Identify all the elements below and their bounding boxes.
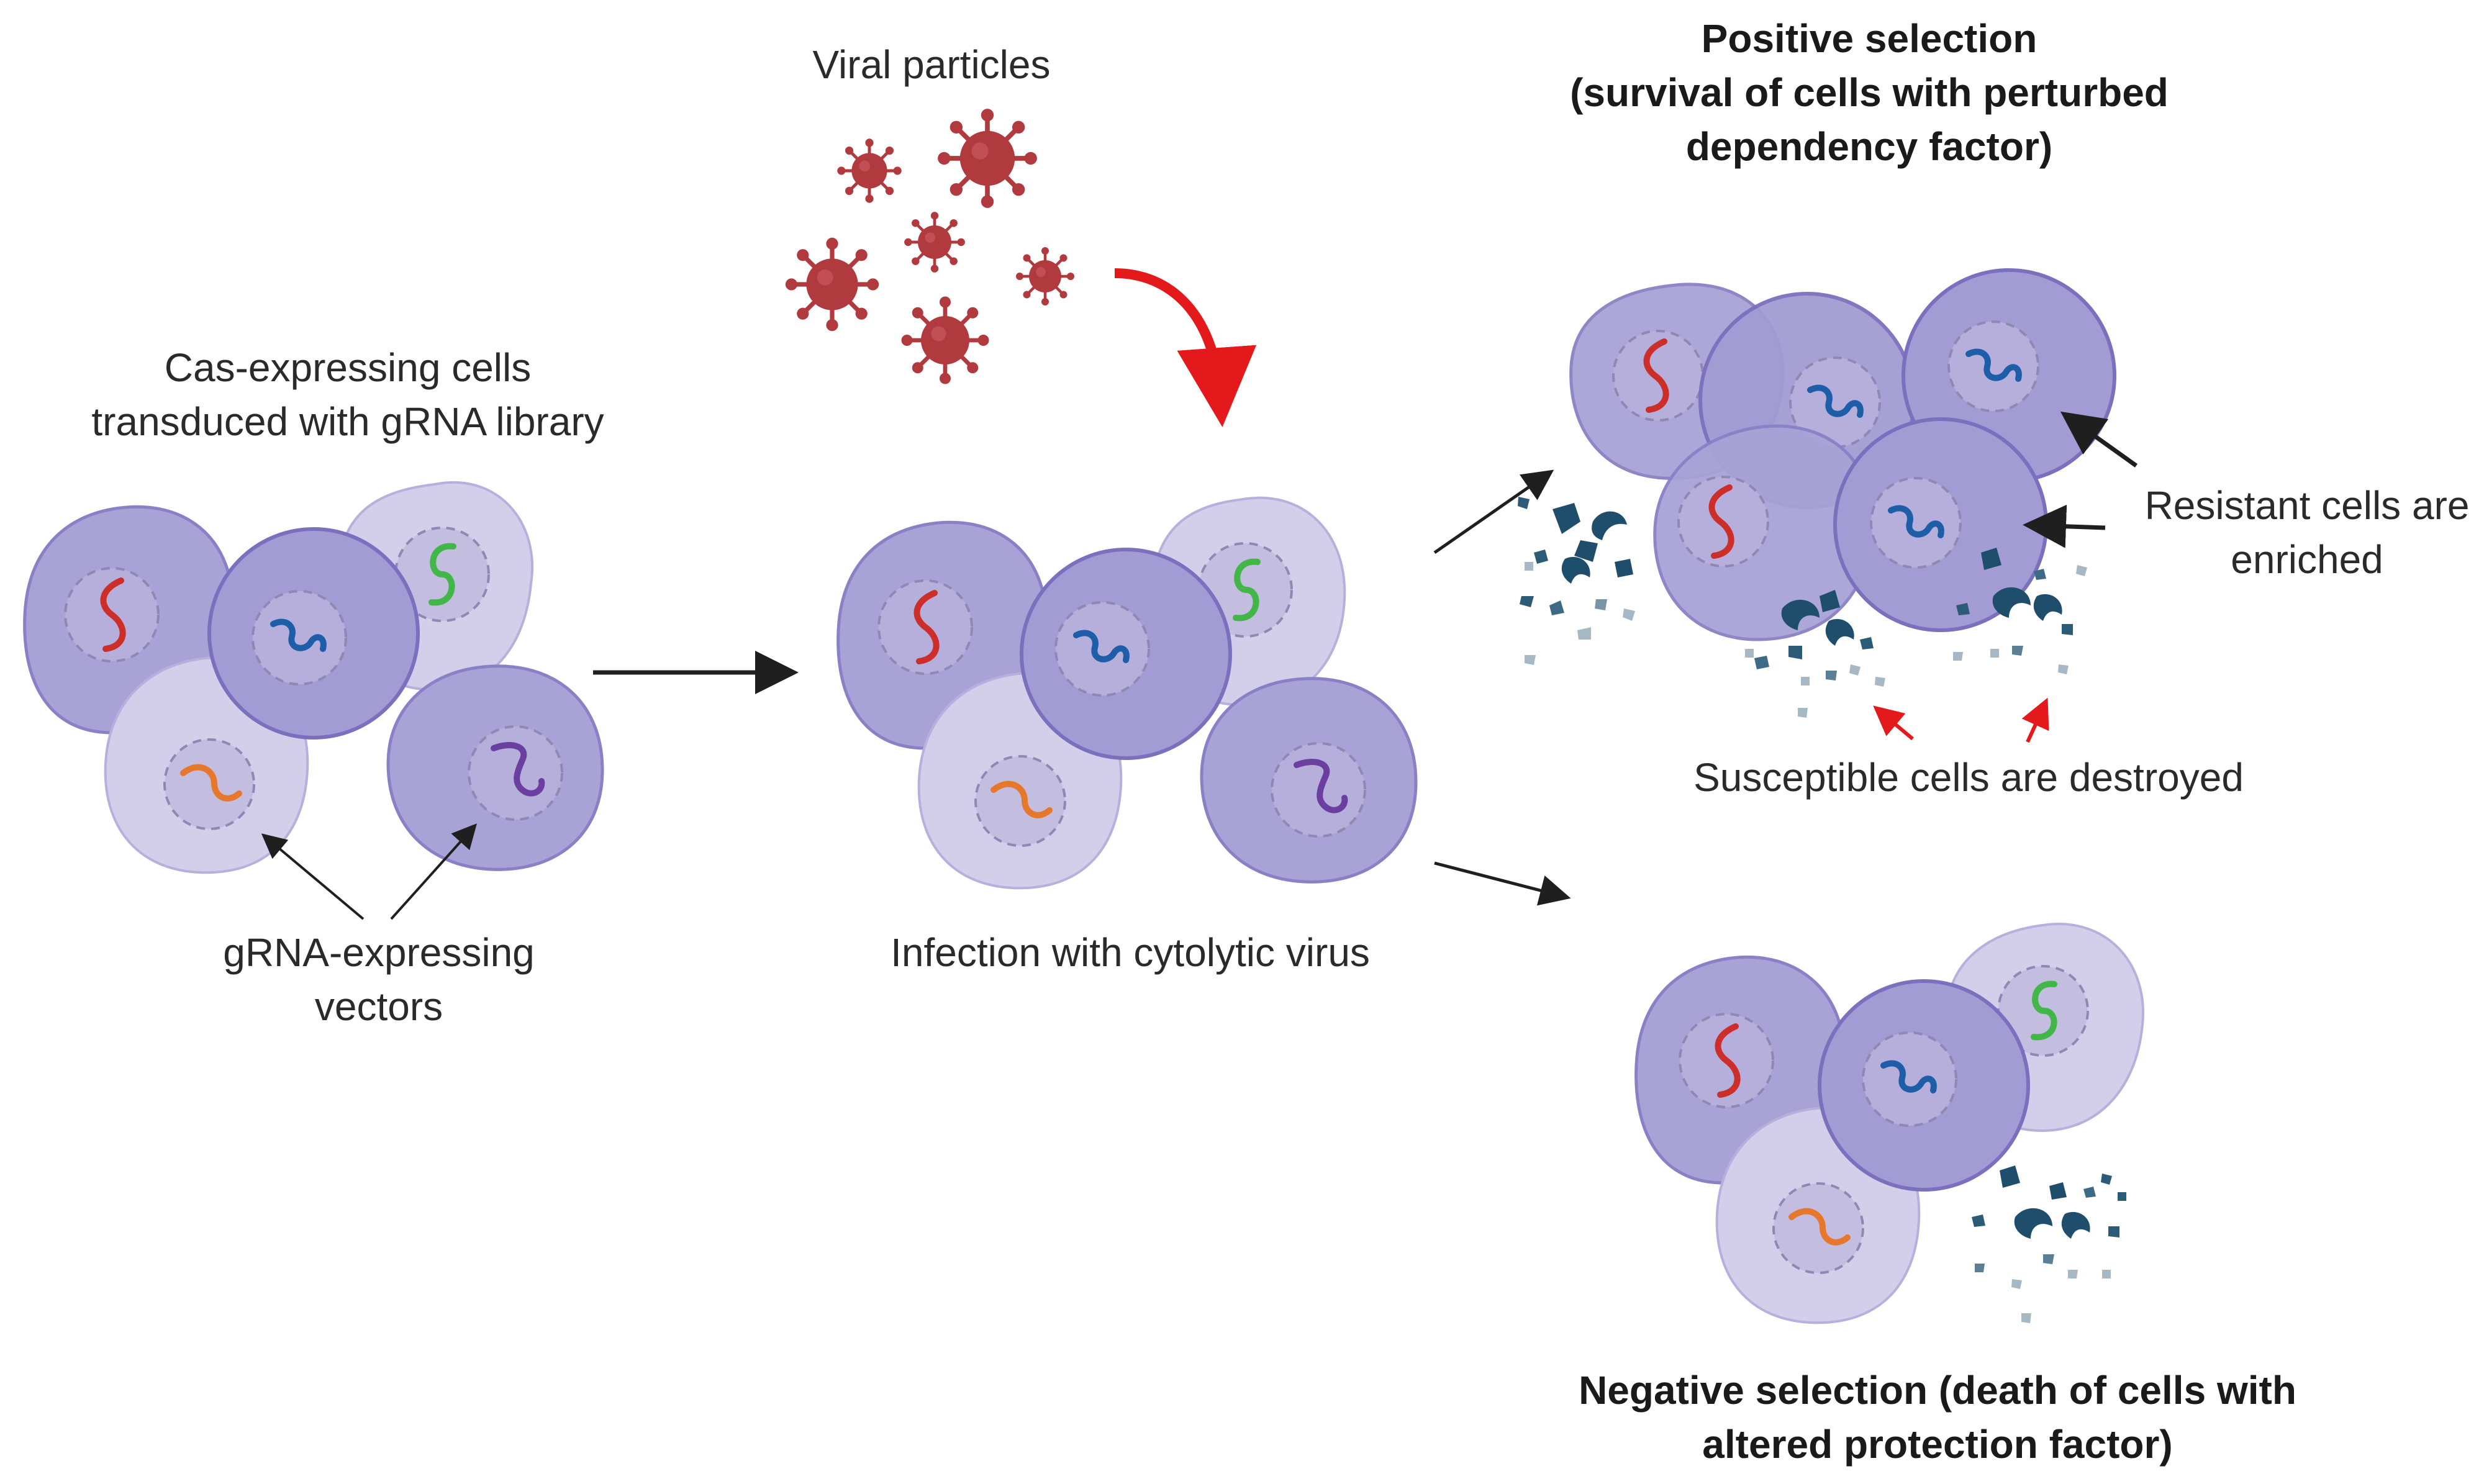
initial-cell-group [23,481,604,874]
resistant-pointer-arrow-upper [2060,411,2138,468]
viral-particles-label: Viral particles [812,42,1051,87]
virus-particle [902,297,989,384]
positive-selection-group [1518,268,2116,718]
grna-green [2031,980,2057,1041]
vectors-label-line1: gRNA-expressing [223,930,535,975]
cas-cells-label-line1: Cas-expressing cells [164,345,532,390]
nucleus [1870,477,1962,569]
grna-red [913,590,940,664]
positive-selection-title-line3: dependency factor) [1685,124,2053,169]
pointer-arrow-to-orange-cell [261,833,365,920]
positive-selection-title-line2: (survival of cells with perturbed [1570,70,2169,115]
grna-blue [1073,630,1130,663]
nucleus [974,755,1066,847]
virus-particle [837,138,901,202]
vectors-label-line2: vectors [314,984,443,1029]
grna-blue [1888,505,1944,538]
arrow-to-negative-selection [1434,861,1571,906]
negative-selection-group [1634,923,2144,1324]
grna-green [1233,558,1261,622]
grna-orange [180,764,242,802]
grna-red [1715,1023,1741,1098]
grna-purple [491,742,545,797]
grna-orange [1788,1208,1851,1246]
susceptible-label: Susceptible cells are destroyed [1693,755,2244,800]
grna-orange [990,780,1053,818]
grna-blue [1965,348,2022,382]
grna-red [100,577,126,652]
viral-particles [786,109,1074,384]
grna-purple [1294,759,1348,813]
resistant-label-line1: Resistant cells are [2144,483,2470,528]
negative-selection-title-line1: Negative selection (death of cells with [1579,1368,2296,1413]
grna-red [1708,484,1734,559]
resistant-pointer-arrow-lower [2023,504,2106,548]
negative-selection-title-line2: altered protection factor) [1702,1422,2173,1467]
pointer-arrow-to-purple-cell [390,823,478,920]
resistant-label-line2: enriched [2231,537,2383,582]
nucleus [1862,1031,1957,1127]
nucleus [1947,320,2039,412]
cas-cells-label-line2: transduced with gRNA library [91,399,604,444]
infection-label: Infection with cytolytic virus [891,930,1370,975]
virus-particle [904,212,965,273]
susceptible-pointer-arrow-left [1873,705,1914,741]
nucleus [252,590,347,685]
cell-debris [1518,497,2087,718]
nucleus [1772,1182,1864,1274]
grna-blue [270,618,327,652]
virus-particle [786,238,879,331]
nucleus [1054,601,1150,697]
positive-selection-title-line1: Positive selection [1701,16,2038,61]
infected-cell-group [836,496,1418,890]
susceptible-pointer-arrow-right [2021,697,2049,743]
nucleus [1789,356,1881,448]
infection-arrow [1114,268,1257,427]
cell-debris [1972,1165,2126,1323]
grna-green [428,543,456,606]
virus-particle [1016,247,1074,305]
nucleus [163,738,255,830]
arrow-to-positive-selection [1433,469,1554,554]
grna-blue [1807,384,1864,418]
grna-blue [1880,1060,1937,1093]
virus-particle [938,109,1037,208]
grna-red [1643,338,1669,413]
